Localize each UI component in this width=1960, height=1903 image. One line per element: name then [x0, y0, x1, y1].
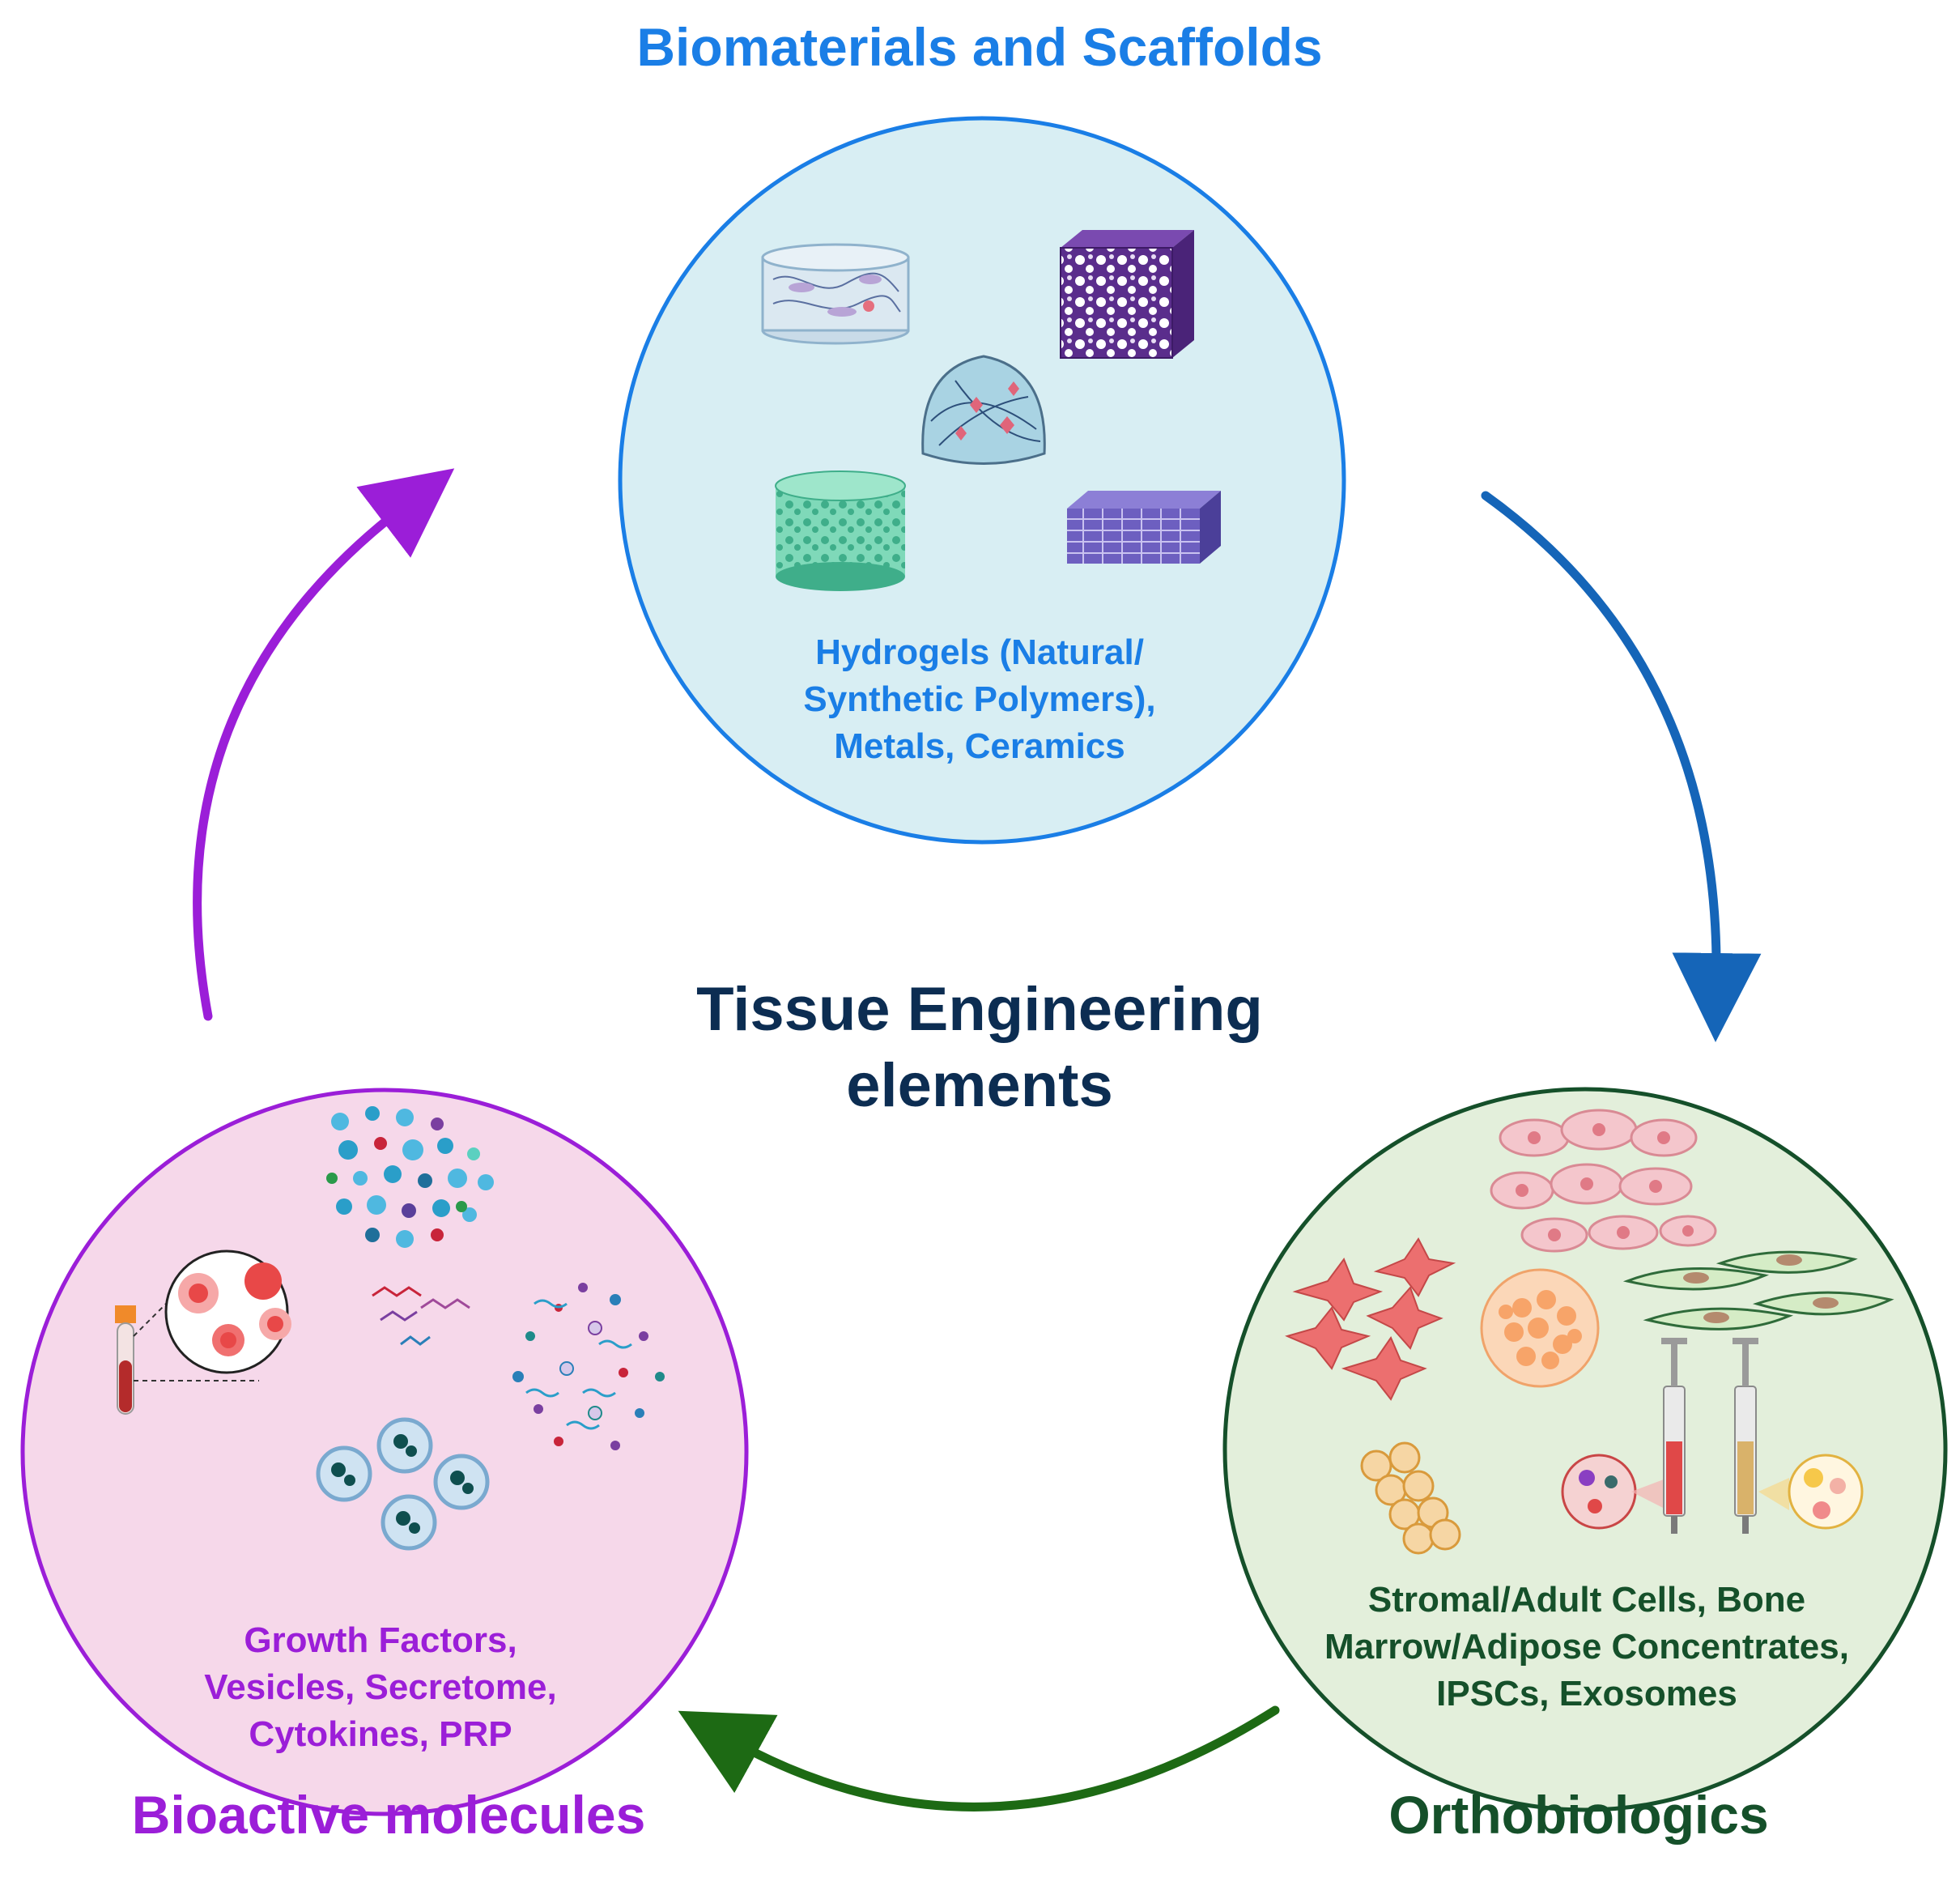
- center-title-line2: elements: [846, 1051, 1113, 1120]
- orthobiologics-caption-line: Stromal/Adult Cells, Bone: [1367, 1580, 1806, 1620]
- orthobiologics-caption-line: Marrow/Adipose Concentrates,: [1324, 1627, 1849, 1667]
- hydrogel-disc-icon: [761, 243, 910, 345]
- blood-tube-icon: [115, 1283, 259, 1415]
- biomaterials-caption: Hydrogels (Natural/ Synthetic Polymers),…: [656, 629, 1303, 770]
- orthobiologics-title: Orthobiologics: [1388, 1785, 1769, 1845]
- adipose-syringe-icon: [1733, 1338, 1864, 1534]
- bioactive-caption-line: Cytokines, PRP: [249, 1714, 512, 1754]
- biomaterials-title: Biomaterials and Scaffolds: [636, 17, 1323, 77]
- biomaterials-caption-line: Synthetic Polymers),: [803, 679, 1156, 719]
- vesicles-icon: [316, 1417, 490, 1551]
- bone-marrow-syringe-icon: [1561, 1338, 1687, 1534]
- biomaterials-node: [618, 116, 1346, 845]
- orthobiologics-node: [1222, 1087, 1948, 1812]
- orthobiologics-caption: Stromal/Adult Cells, Bone Marrow/Adipose…: [1247, 1577, 1927, 1718]
- platelet-magnifier-icon: [164, 1250, 291, 1374]
- bioactive-caption-line: Vesicles, Secretome,: [204, 1667, 557, 1707]
- center-title-line1: Tissue Engineering: [696, 975, 1263, 1044]
- bioactive-title: Bioactive molecules: [131, 1785, 646, 1845]
- exosome-cluster-icon: [1360, 1441, 1461, 1555]
- gel-dome-with-cells-icon: [921, 355, 1046, 465]
- orthobiologics-caption-line: IPSCs, Exosomes: [1436, 1674, 1737, 1714]
- arrow-bioactive-to-biomaterials: [193, 468, 455, 1021]
- woven-mesh-scaffold-icon: [1067, 491, 1221, 564]
- porous-cube-scaffold-icon: [1060, 230, 1194, 359]
- center-title: Tissue Engineering elements: [575, 972, 1384, 1124]
- arrow-biomaterials-to-orthobiologics: [1481, 491, 1762, 1042]
- biomaterials-caption-line: Metals, Ceramics: [834, 726, 1125, 766]
- secretome-particles-icon: [512, 1283, 665, 1450]
- bioactive-caption-line: Growth Factors,: [244, 1620, 517, 1660]
- protein-chains-icon: [372, 1286, 470, 1346]
- arrow-orthobiologics-to-bioactive: [678, 1705, 1280, 1811]
- bioactive-node: [20, 1088, 749, 1816]
- biomaterials-caption-line: Hydrogels (Natural/: [815, 632, 1144, 672]
- bioactive-caption: Growth Factors, Vesicles, Secretome, Cyt…: [105, 1617, 656, 1758]
- molecule-dots-icon: [326, 1106, 494, 1248]
- red-stellate-cells-icon: [1285, 1237, 1456, 1401]
- porous-cylinder-scaffold-icon: [775, 470, 906, 591]
- adipose-cell-cluster-icon: [1480, 1268, 1600, 1388]
